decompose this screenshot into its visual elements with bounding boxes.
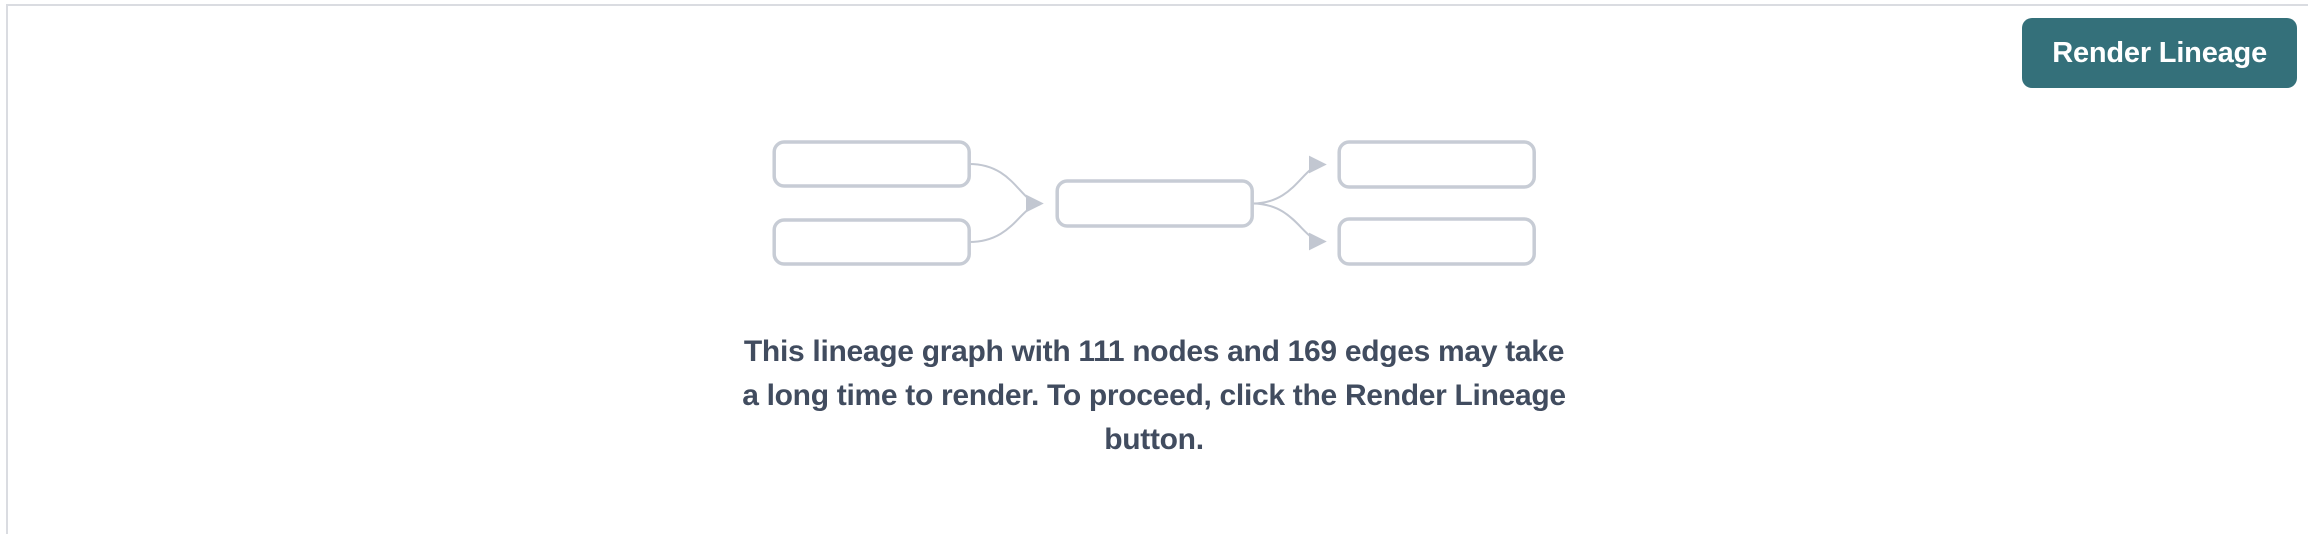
left-divider: [6, 4, 8, 534]
lineage-edge: [968, 203, 1041, 243]
lineage-warning-message: This lineage graph with 111 nodes and 16…: [742, 330, 1566, 462]
placeholder-node: [1337, 217, 1536, 266]
message-line: a long time to render. To proceed, click…: [742, 379, 1566, 412]
lineage-graph-placeholder-illustration: [772, 140, 1536, 266]
placeholder-node: [772, 140, 971, 188]
placeholder-node: [1337, 140, 1536, 189]
placeholder-node: [772, 218, 971, 266]
message-line: button.: [1104, 423, 1204, 456]
lineage-edge: [1251, 155, 1327, 205]
lineage-edge: [1251, 202, 1327, 251]
message-line: This lineage graph with 111 nodes and 16…: [743, 335, 1565, 368]
render-lineage-button[interactable]: Render Lineage: [2022, 18, 2297, 88]
top-divider: [6, 4, 2308, 6]
placeholder-node: [1055, 179, 1254, 228]
lineage-edge: [968, 163, 1044, 213]
lineage-empty-state: This lineage graph with 111 nodes and 16…: [742, 140, 1566, 462]
